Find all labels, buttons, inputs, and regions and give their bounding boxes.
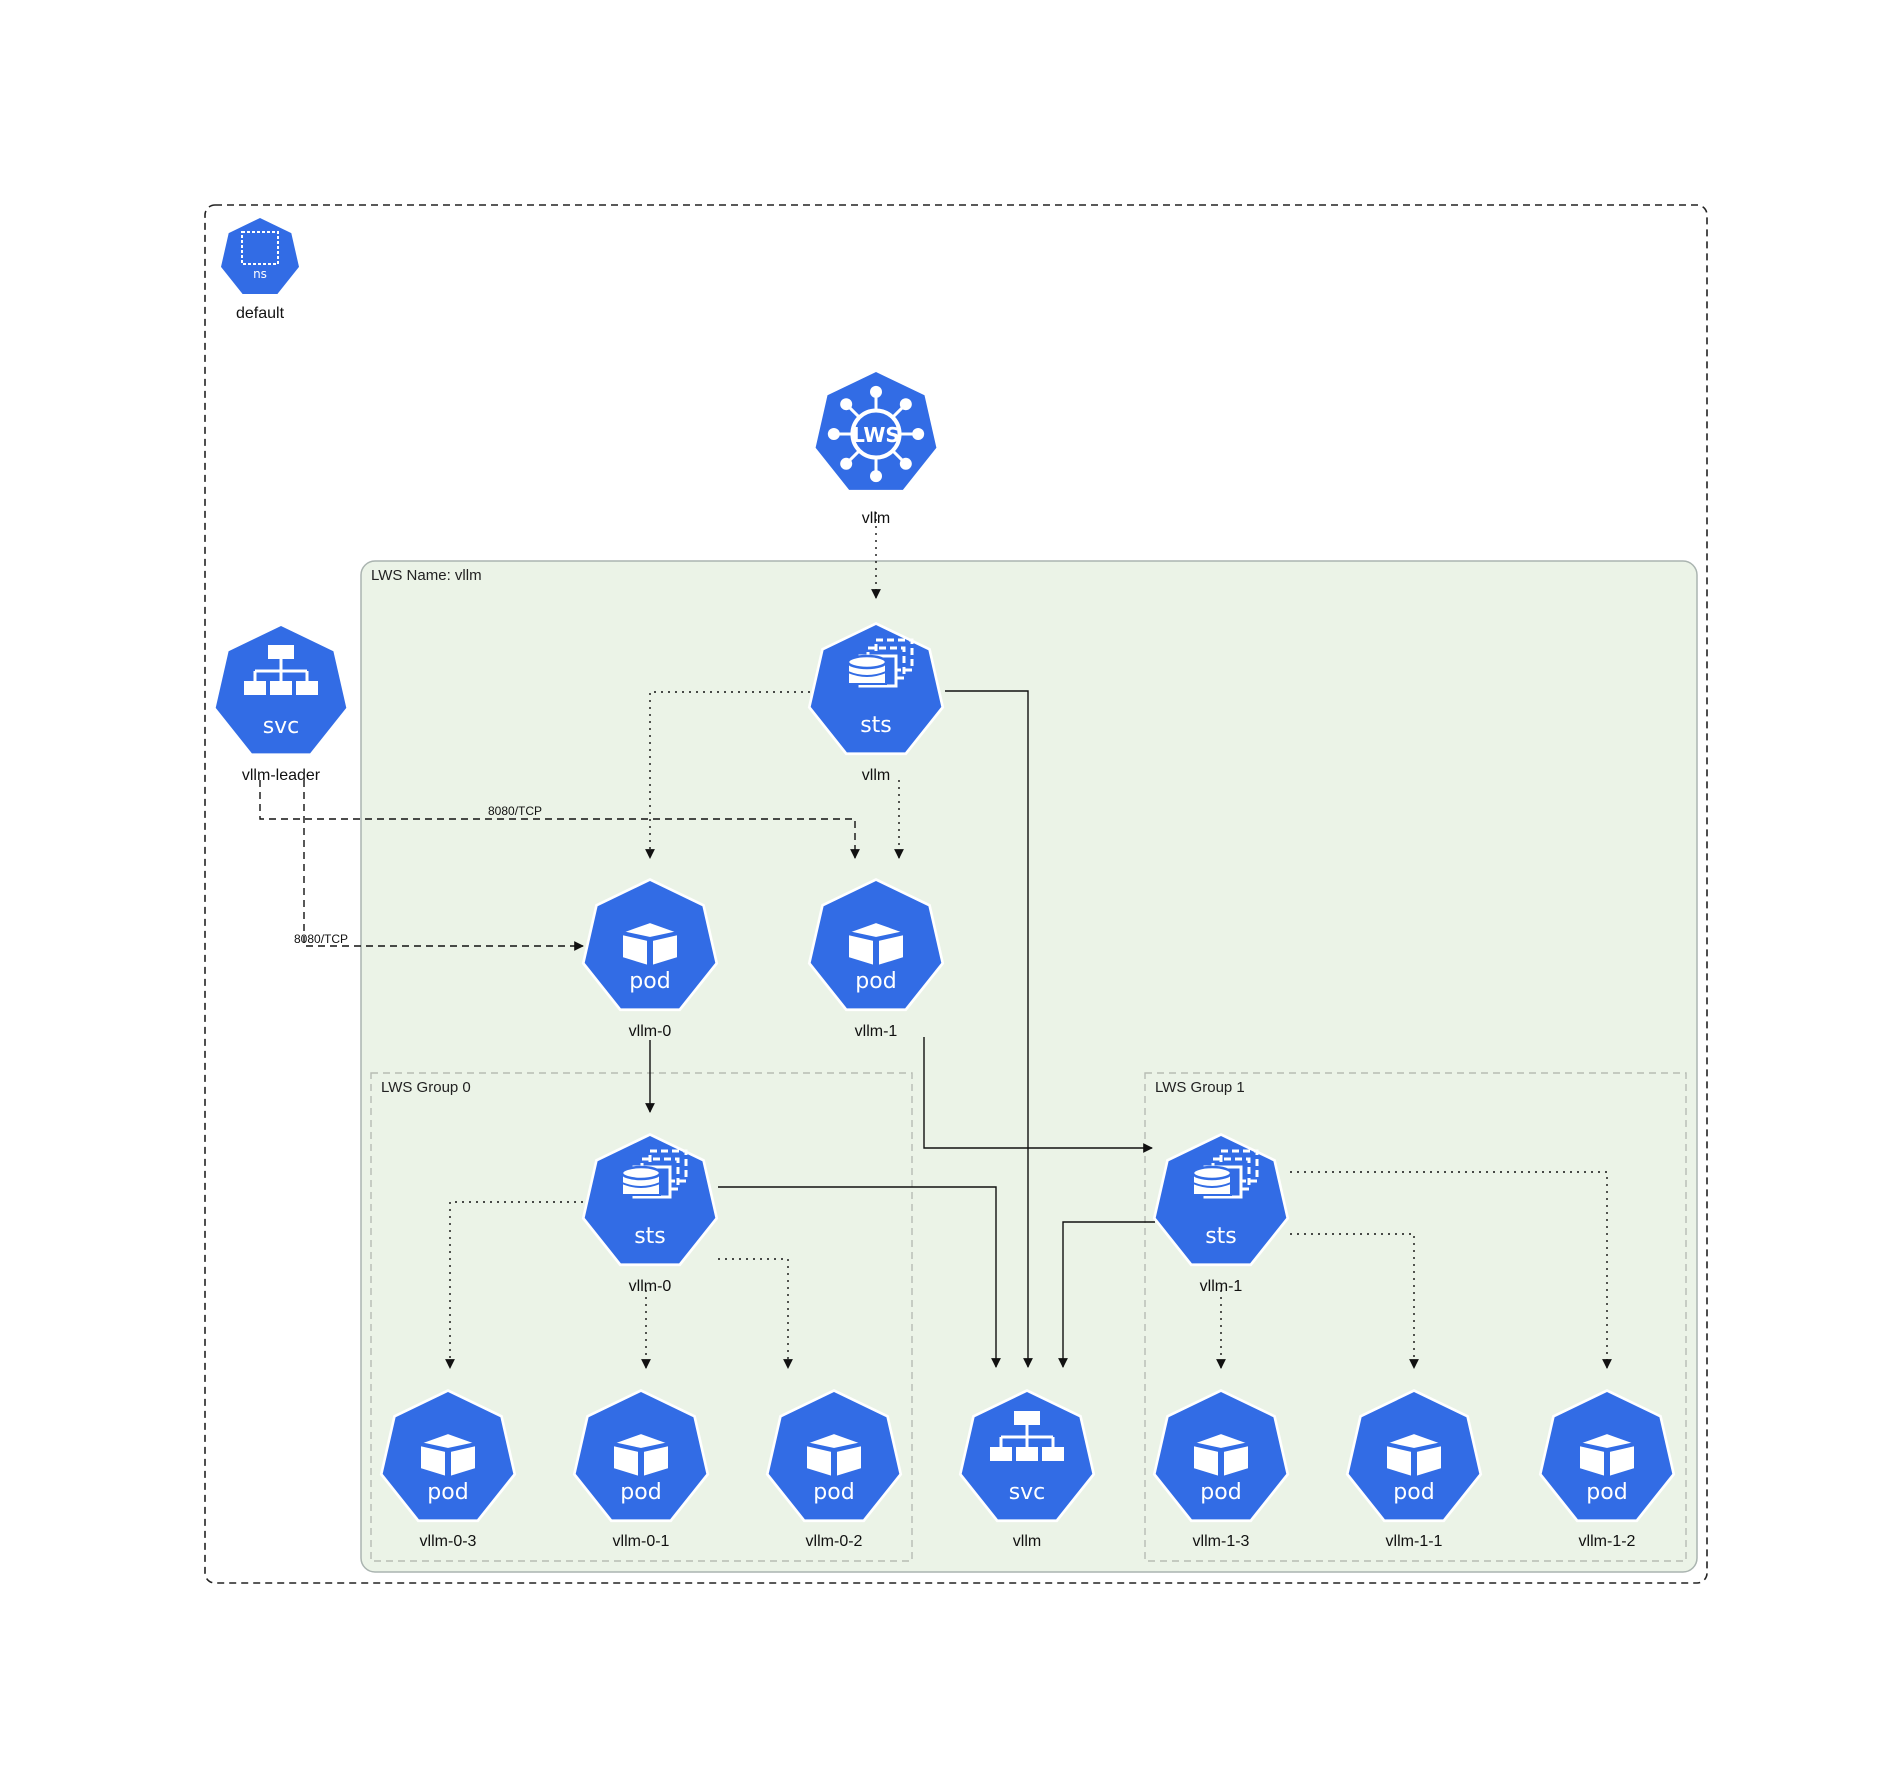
node-shape: [1155, 1392, 1287, 1520]
namespace-cluster: [204, 204, 1708, 1584]
pod-icon: [1575, 1431, 1639, 1479]
node-pod-vllm0[interactable]: pod vllm-0: [581, 878, 719, 1040]
node-sts-group0[interactable]: sts vllm-0: [581, 1133, 719, 1295]
sts-icon: [846, 638, 914, 688]
pod-icon: [416, 1431, 480, 1479]
sts-icon: [620, 1149, 688, 1199]
ns-icon: [241, 231, 279, 265]
node-shape: [221, 218, 299, 294]
node-pod-03[interactable]: pod vllm-0-3: [379, 1389, 517, 1550]
node-badge-text: LWS: [852, 423, 900, 447]
node-badge-text: pod: [813, 1480, 854, 1505]
node-sts-group1[interactable]: sts vllm-1: [1152, 1133, 1290, 1295]
lws-group-0-label: LWS Group 0: [381, 1079, 471, 1096]
node-label: vllm-1-3: [1193, 1533, 1250, 1550]
lws-cluster: [360, 560, 1698, 1573]
node-shape: [584, 1136, 716, 1264]
node-label: vllm-1-2: [1579, 1533, 1636, 1550]
node-badge-text: pod: [629, 969, 670, 994]
node-badge-text: pod: [427, 1480, 468, 1505]
pod-icon: [609, 1431, 673, 1479]
node-badge-text: svc: [1009, 1480, 1046, 1505]
lws-group-1-label: LWS Group 1: [1155, 1079, 1245, 1096]
node-badge-text: pod: [620, 1480, 661, 1505]
node-label: vllm-0: [629, 1023, 672, 1040]
lws-group-0: [370, 1072, 913, 1562]
node-label: vllm-1-1: [1386, 1533, 1443, 1550]
node-label: vllm: [862, 510, 890, 527]
node-pod-02[interactable]: pod vllm-0-2: [765, 1389, 903, 1550]
edge-leader-to-pod-vllm-0: [303, 780, 584, 951]
node-shape: [1155, 1136, 1287, 1264]
node-badge-text: pod: [855, 969, 896, 994]
pod-icon: [844, 920, 908, 968]
node-shape: [382, 1392, 514, 1520]
node-label: vllm-0-3: [420, 1533, 477, 1550]
edge-sts1-to-pod-1-2: [1290, 1171, 1612, 1369]
edge-label-leader-vllm-1: 8080/TCP: [488, 804, 542, 818]
edges: [259, 512, 1612, 1369]
svc-icon: [990, 1411, 1064, 1461]
pod-icon: [1189, 1431, 1253, 1479]
node-pod-01[interactable]: pod vllm-0-1: [572, 1389, 710, 1550]
node-pod-13[interactable]: pod vllm-1-3: [1152, 1389, 1290, 1550]
node-badge-text: pod: [1393, 1480, 1434, 1505]
node-badge-text: sts: [1205, 1224, 1237, 1249]
node-svc-leader[interactable]: svc vllm-leader: [212, 623, 350, 784]
node-shape: [768, 1392, 900, 1520]
node-shape: [584, 881, 716, 1009]
node-pod-11[interactable]: pod vllm-1-1: [1345, 1389, 1483, 1550]
node-label: default: [236, 305, 285, 322]
edge-sts1-to-svc-vllm: [1058, 1221, 1155, 1368]
node-label: vllm: [862, 767, 890, 784]
node-lws[interactable]: LWS vllm: [812, 369, 940, 527]
node-badge-text: ns: [253, 267, 267, 281]
node-shape: [1348, 1392, 1480, 1520]
pod-icon: [1382, 1431, 1446, 1479]
node-badge-text: sts: [634, 1224, 666, 1249]
pod-icon: [802, 1431, 866, 1479]
node-label: vllm-1: [1200, 1278, 1243, 1295]
node-badge-text: sts: [860, 713, 892, 738]
edge-sts-to-svc-vllm: [945, 690, 1033, 1368]
node-svc-vllm[interactable]: svc vllm: [958, 1389, 1096, 1550]
node-badge-text: pod: [1586, 1480, 1627, 1505]
sts-icon: [1191, 1149, 1259, 1199]
node-label: vllm: [1013, 1533, 1041, 1550]
edge-sts0-to-svc-vllm: [718, 1186, 1001, 1368]
node-label: vllm-0-1: [613, 1533, 670, 1550]
node-shape: [1541, 1392, 1673, 1520]
node-label: vllm-1: [855, 1023, 898, 1040]
edge-label-leader-vllm-0: 8080/TCP: [294, 932, 348, 946]
node-shape: [575, 1392, 707, 1520]
node-pod-12[interactable]: pod vllm-1-2: [1538, 1389, 1676, 1550]
edge-pod-vllm-1-to-sts-group1: [923, 1037, 1153, 1153]
edge-leader-to-pod-vllm-1: [259, 780, 860, 859]
node-badge-text: svc: [263, 714, 300, 739]
node-label: vllm-0: [629, 1278, 672, 1295]
node-sts-top[interactable]: sts vllm: [807, 622, 945, 784]
node-ns[interactable]: ns default: [218, 215, 302, 322]
node-label: vllm-leader: [242, 767, 321, 784]
edge-sts0-to-pod-0-3: [445, 1201, 583, 1369]
svc-icon: [244, 645, 318, 695]
lws-group-1: [1144, 1072, 1687, 1562]
node-badge-text: pod: [1200, 1480, 1241, 1505]
node-shape: [810, 881, 942, 1009]
pod-icon: [618, 920, 682, 968]
lws-icon: [827, 385, 925, 483]
node-shape: [810, 625, 942, 753]
edge-sts0-to-pod-0-2: [718, 1258, 793, 1369]
node-label: vllm-0-2: [806, 1533, 863, 1550]
node-pod-vllm1[interactable]: pod vllm-1: [807, 878, 945, 1040]
lws-cluster-label: LWS Name: vllm: [371, 567, 482, 584]
